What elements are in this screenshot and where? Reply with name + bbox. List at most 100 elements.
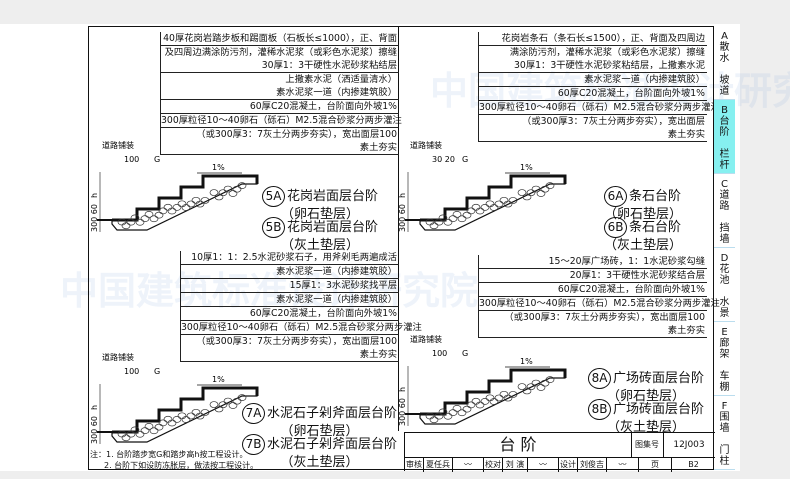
detail-name: 水泥石子剁斧面层台阶 — [267, 437, 398, 452]
gravel-stone — [186, 200, 196, 208]
gravel-stone — [121, 434, 131, 442]
detail-name: 花岗岩面层台阶 — [287, 189, 379, 204]
gravel-stone — [540, 379, 550, 387]
detail-sub: （灰土垫层） — [607, 420, 686, 435]
gravel-stone — [172, 204, 182, 211]
gravel-stone — [438, 408, 448, 416]
gravel-stone — [135, 218, 145, 226]
drawing-frame — [88, 26, 714, 470]
layer-text: 20厚1：3干硬性水泥砂浆结合层 — [569, 270, 705, 281]
gravel-stone — [466, 401, 476, 409]
layer-text: 素水泥浆一道（内掺建筑胶） — [276, 266, 397, 277]
designer: 刘俊吉 — [578, 458, 607, 472]
gravel-stone — [494, 200, 504, 208]
gravel-stone — [545, 182, 555, 189]
layer-group: 300厚粒径10～40卵石（砾石）M2.5混合砂浆分两步灌注 — [181, 321, 422, 335]
layer-group: 15～20厚广场砖，1：1水泥砂浆勾缝 — [479, 255, 707, 269]
layer-text: 素水泥浆一道（内掺建筑胶） — [276, 294, 397, 305]
layer-text: 素土夯实 — [667, 129, 705, 140]
stair-finish — [112, 174, 259, 222]
detail-sub: （卵石垫层） — [281, 207, 360, 222]
tread-dim: G — [462, 155, 468, 164]
layer-text: 60厚C20混凝土，台阶面向外坡1% — [557, 88, 705, 99]
gravel-stone — [475, 401, 485, 409]
gravel-stone — [232, 397, 242, 405]
slope-label: 1% — [212, 163, 225, 172]
gravel-stone — [452, 405, 462, 412]
layer-group: 40厚花岗岩踏步板和踢面板（石板长≤1000），正、背面 — [161, 32, 399, 46]
reviewer-signature: 〰 — [453, 458, 484, 472]
stair-finish — [420, 174, 567, 222]
slope-label: 1% — [520, 163, 533, 172]
layer-text: 15～20厚广场砖，1：1水泥砂浆勾缝 — [548, 256, 705, 267]
gravel-stone — [526, 383, 536, 391]
gravel-stone — [144, 211, 154, 218]
gravel-stone — [494, 394, 504, 402]
width-dim: 100 — [124, 367, 139, 376]
sheet-title: 台 阶 — [405, 433, 632, 457]
gravel-stone — [158, 419, 168, 427]
detail-sub: （灰土垫层） — [604, 238, 683, 253]
layer-text: 15厚1：3水泥砂浆找平层 — [289, 280, 397, 291]
tab-letter: D — [720, 253, 729, 264]
gravel-stone — [489, 204, 499, 211]
atlas-number: 12J003 — [673, 440, 705, 450]
layer-text: 300厚粒径10～40卵石（砾石）M2.5混合砂浆分两步灌注 — [479, 298, 720, 309]
note-1: 注：1. 台阶踏步宽G和踏步高h按工程设计。 — [90, 450, 248, 459]
checker: 刘 演 — [503, 458, 528, 472]
layer-text: 60厚C20混凝土，台阶面向外坡1% — [557, 284, 705, 295]
layer-text: 素土夯实 — [359, 142, 397, 153]
detail-sub: （卵石垫层） — [607, 389, 686, 404]
detail-code: 8A — [588, 368, 611, 389]
gravel-stone — [540, 185, 550, 193]
layer-text: 30厚1：3干硬性水泥砂浆粘结层，上撒素水泥 — [513, 60, 705, 71]
gravel-stone — [475, 207, 485, 215]
layer-group: 素水泥浆一道（内掺建筑胶） — [479, 73, 707, 87]
stair-body — [111, 175, 258, 231]
layer-text: 素土夯实 — [667, 325, 705, 336]
gravel-stone — [144, 423, 154, 430]
gravel-stone — [443, 412, 453, 420]
road-paving-label: 道路铺装 — [102, 352, 134, 362]
gravel-stone — [526, 189, 536, 197]
gravel-stone — [172, 416, 182, 423]
design-label: 设计 — [559, 458, 578, 472]
width-dim: 100 — [432, 349, 447, 358]
gravel-stone — [466, 207, 476, 215]
detail-code: 6B — [604, 217, 627, 238]
gravel-stone — [517, 383, 527, 390]
tab-text: 廊架 车棚 — [719, 338, 730, 393]
gravel-stone — [218, 401, 228, 409]
tab-letter: E — [721, 327, 728, 338]
tab-text: 散水 坡道 — [719, 42, 730, 97]
base-dim: 300 60 — [398, 204, 407, 232]
detail-name: 花岗岩面层台阶 — [287, 220, 379, 235]
gravel-stone — [503, 394, 513, 402]
gravel-stone — [195, 412, 205, 420]
gravel-stone — [223, 185, 233, 193]
gravel-stone — [209, 189, 219, 196]
tread-dim: G — [154, 155, 160, 164]
gravel-stone — [218, 189, 228, 197]
gravel-stone — [452, 211, 462, 218]
layer-group: 素水泥浆一道（内掺建筑胶） — [181, 293, 399, 307]
layer-group: 60厚C20混凝土，台阶面向外坡1% — [479, 283, 707, 297]
layer-text: 300厚粒径10～40卵石（砾石）M2.5混合砂浆分两步灌注 — [479, 102, 720, 113]
detail-name: 条石台阶 — [629, 220, 682, 235]
layer-text: （或300厚3：7灰土分两步夯实），宽出面层100 — [504, 312, 705, 323]
tab-text: 道路 挡墙 — [719, 190, 730, 245]
layer-group: 上撒素水泥（洒适量清水）素水泥浆一道（内掺建筑胶） — [161, 73, 399, 100]
checker-signature: 〰 — [528, 458, 559, 472]
title-block: 台 阶 图集号 12J003 审核 夏任兵 〰 校对 刘 演 〰 设计 刘俊吉 … — [404, 432, 715, 472]
